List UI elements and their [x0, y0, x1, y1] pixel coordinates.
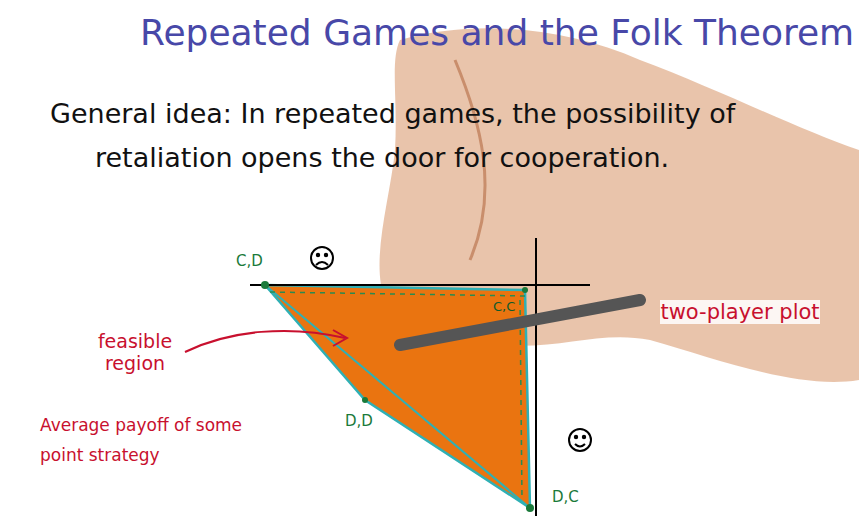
- note: Average payoff of some point strategy: [40, 410, 260, 470]
- arrow-head: [333, 330, 347, 346]
- y-axis: [535, 238, 537, 516]
- region-label: feasible region: [80, 330, 190, 374]
- point-label: C,D: [236, 252, 263, 270]
- point: [261, 281, 269, 289]
- dotted-line: [270, 292, 525, 296]
- note: General idea: In repeated games, the pos…: [50, 92, 855, 180]
- happy-face: [569, 429, 591, 451]
- point-label: D,D: [345, 412, 373, 430]
- region-edge: [265, 285, 530, 508]
- point: [526, 504, 534, 512]
- dotted-line: [520, 300, 522, 500]
- point-label: D,C: [552, 488, 579, 506]
- pen: [400, 300, 640, 345]
- title: Repeated Games and the Folk Theorem: [140, 12, 840, 53]
- point-label: C,C: [493, 299, 515, 314]
- leader-arrow: [185, 331, 345, 352]
- feasible-region: [265, 285, 530, 508]
- point: [362, 397, 368, 403]
- plot-label: two-player plot: [660, 300, 820, 324]
- sad-face: [311, 247, 333, 269]
- point: [522, 287, 528, 293]
- region-border: [265, 285, 530, 508]
- x-axis: [250, 284, 590, 286]
